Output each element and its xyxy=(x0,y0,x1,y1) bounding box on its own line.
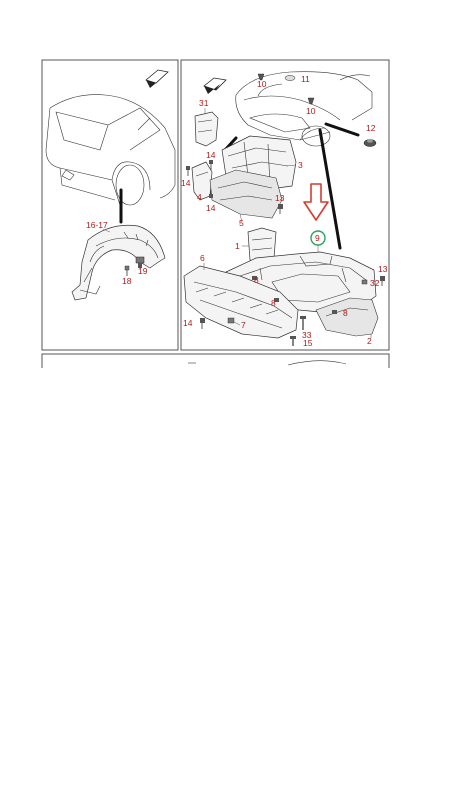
label-15: 15 xyxy=(303,338,313,348)
label-18: 18 xyxy=(122,276,132,286)
clip-32 xyxy=(361,279,368,285)
left-panel-frame xyxy=(41,59,179,351)
car-front-sketch xyxy=(235,71,373,147)
label-14-d: 14 xyxy=(183,318,193,328)
clip-8-c xyxy=(332,310,337,314)
label-5: 5 xyxy=(239,218,244,228)
screw-14-d xyxy=(200,318,205,329)
label-19: 19 xyxy=(138,266,148,276)
label-33: 33 xyxy=(302,330,312,340)
part-6-lower-skid xyxy=(183,265,299,339)
car-rear-sketch xyxy=(45,94,176,206)
label-8-a: 8 xyxy=(254,275,259,285)
label-9: 9 xyxy=(315,233,320,243)
label-10-right: 10 xyxy=(306,106,316,116)
screw-14-b xyxy=(209,160,213,170)
clip-7 xyxy=(227,317,235,324)
label-7: 7 xyxy=(241,320,246,330)
screw-14-a xyxy=(186,166,190,176)
clip-19 xyxy=(135,256,145,268)
label-14-a: 14 xyxy=(206,150,216,160)
label-2: 2 xyxy=(367,336,372,346)
label-8-c: 8 xyxy=(343,308,348,318)
part-31-bracket xyxy=(194,111,219,147)
label-13-upper: 13 xyxy=(275,193,285,203)
label-14-c: 14 xyxy=(206,203,216,213)
label-3: 3 xyxy=(298,160,303,170)
screw-14-c xyxy=(209,190,213,198)
label-31: 31 xyxy=(199,98,209,108)
label-13-right: 13 xyxy=(378,264,388,274)
label-16-17: 16-17 xyxy=(86,220,108,230)
label-12: 12 xyxy=(366,123,376,133)
bolt-33 xyxy=(300,316,306,330)
clip-10-top xyxy=(257,73,265,81)
front-callout-line-b xyxy=(318,128,342,250)
label-1: 1 xyxy=(235,241,240,251)
clip-13-right xyxy=(380,276,385,286)
label-8-b: 8 xyxy=(271,298,276,308)
clip-11 xyxy=(284,75,296,81)
next-panel-edge xyxy=(41,353,390,368)
clip-10-right xyxy=(307,97,315,105)
front-arrow-icon-right xyxy=(203,77,227,94)
rear-wheel-liner xyxy=(71,224,166,301)
clip-13-upper xyxy=(278,204,283,214)
label-14-b: 14 xyxy=(181,178,191,188)
direction-arrow-icon xyxy=(303,183,329,221)
label-4: 4 xyxy=(197,192,202,202)
label-32: 32 xyxy=(370,278,380,288)
screw-18 xyxy=(124,265,130,276)
label-10-top: 10 xyxy=(257,79,267,89)
bolt-15 xyxy=(290,336,296,346)
label-6: 6 xyxy=(200,253,205,263)
part-5-lower-shroud xyxy=(209,169,283,219)
label-11: 11 xyxy=(301,74,310,84)
next-panel-sketch xyxy=(287,360,347,366)
clip-8-b xyxy=(274,298,279,302)
front-callout-line-c xyxy=(324,122,360,137)
front-arrow-icon-left xyxy=(145,69,169,88)
clip-8-a xyxy=(252,276,257,280)
nut-12 xyxy=(363,139,377,147)
right-panel-frame xyxy=(180,59,390,351)
